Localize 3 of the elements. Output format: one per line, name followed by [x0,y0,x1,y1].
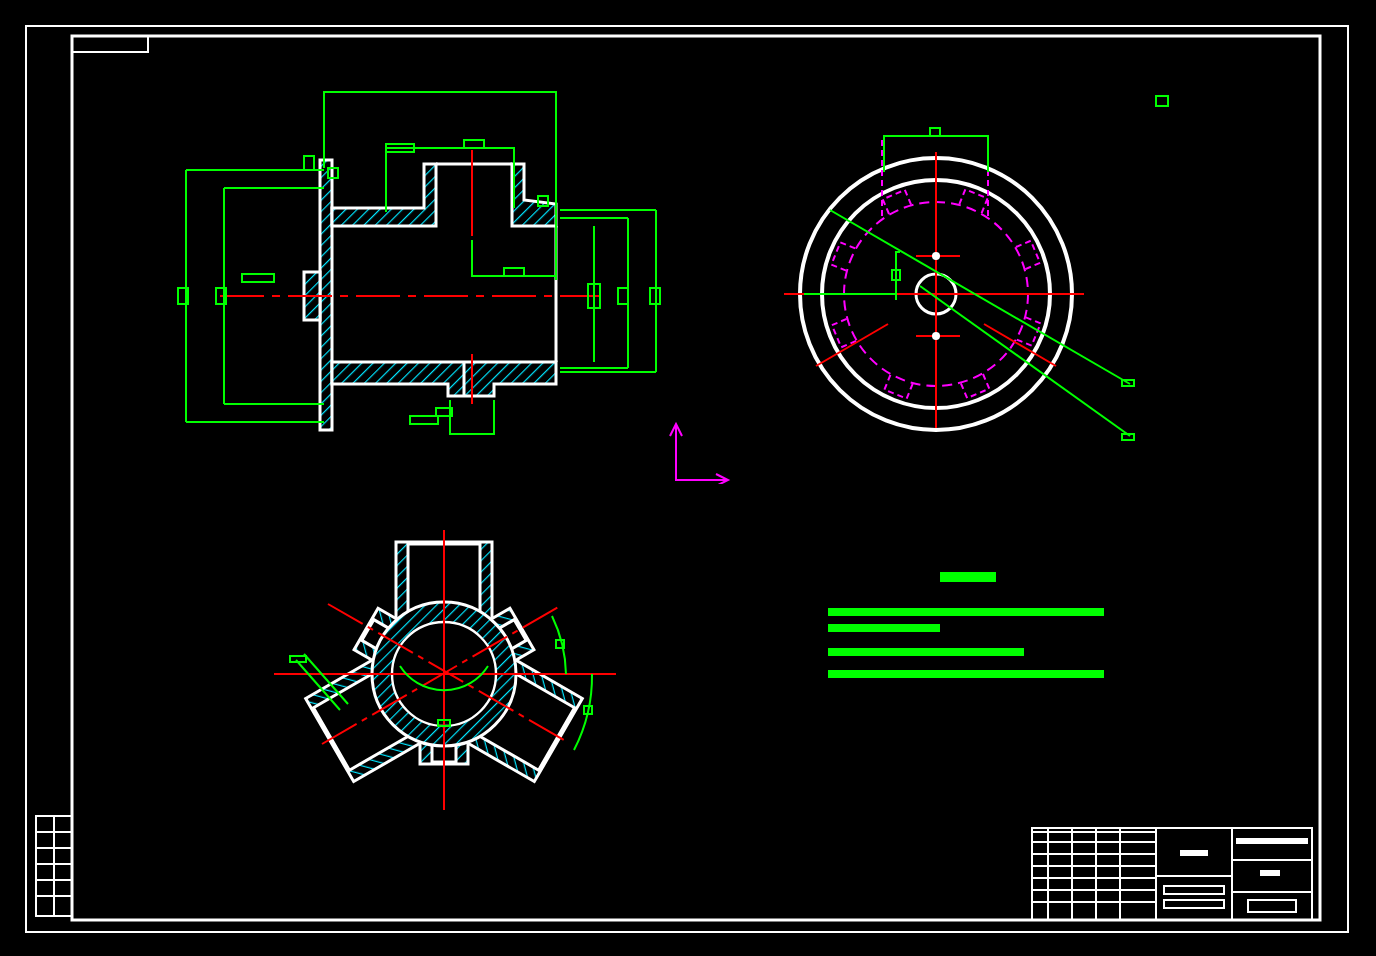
cross-section-drawing [268,524,620,816]
title-block [1030,826,1314,922]
revision-table [34,814,74,918]
